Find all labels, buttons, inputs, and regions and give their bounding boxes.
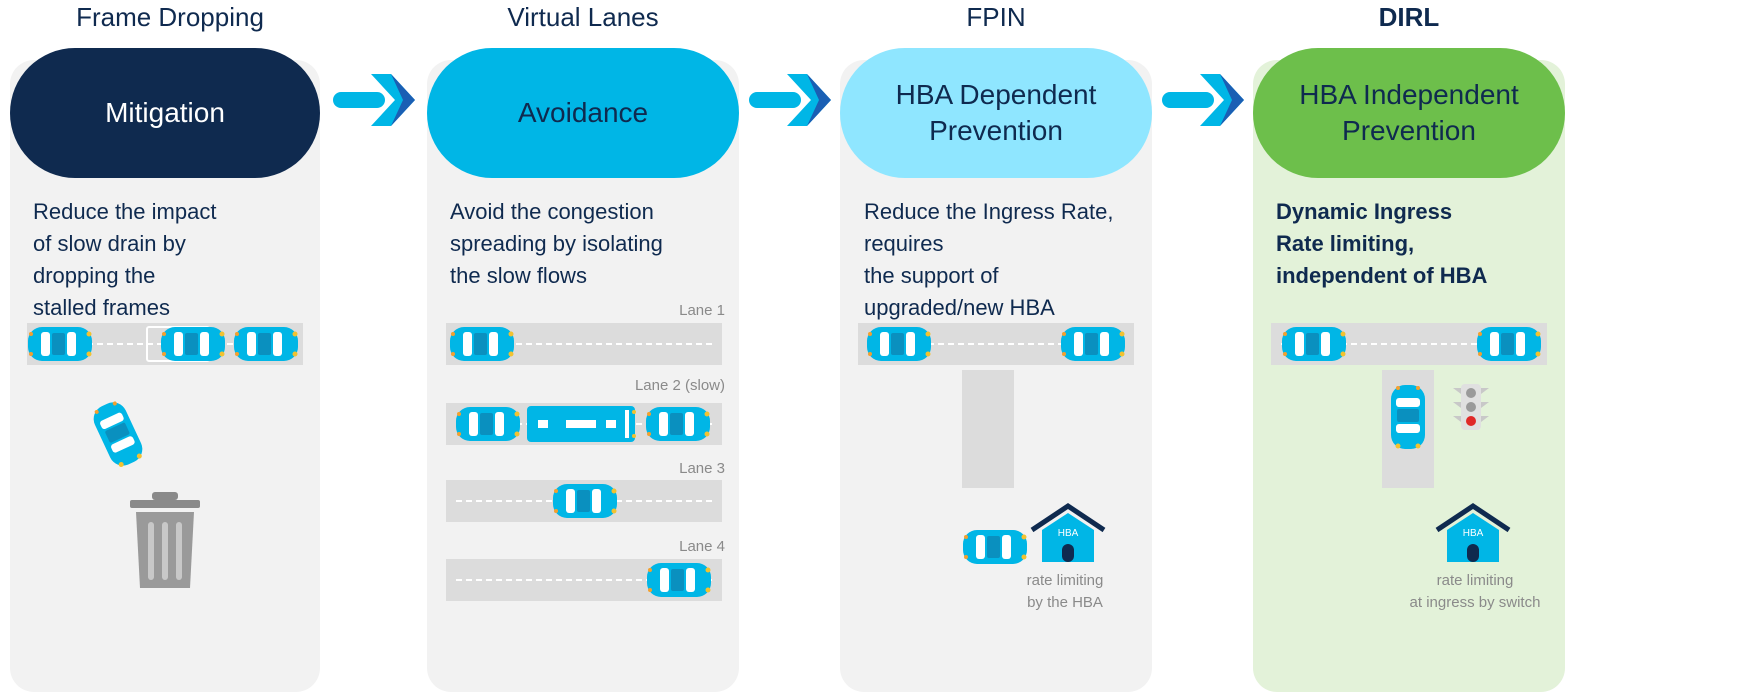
side-road [962,370,1014,488]
house-icon [1435,502,1511,562]
caption-fpin: rate limiting by the HBA [1026,572,1104,611]
title-fpin: FPIN [966,2,1026,32]
pill-hba-dependent: HBA Dependent Prevention [840,48,1152,178]
trash-can-icon [130,492,200,588]
caption-dirl: rate limiting at ingress by switch [1409,572,1541,611]
desc-hba-independent: Dynamic Ingress Rate limiting, independe… [1276,199,1488,288]
title-frame-dropping: Frame Dropping [76,2,264,32]
traffic-light-icon [1453,384,1489,430]
car-icon [1060,325,1126,363]
desc-hba-dependent: Reduce the Ingress Rate, requires the su… [864,199,1114,320]
house-label-fpin: HBA [1057,528,1079,539]
lane-label-3: Lane 3 [679,460,725,477]
car-icon [449,325,515,363]
car-icon [233,325,299,363]
arrow-right-icon [333,74,415,126]
car-icon [552,482,618,520]
desc-mitigation: Reduce the impact of slow drain by dropp… [33,199,217,320]
car-icon [646,561,712,599]
car-icon [1281,325,1347,363]
house-icon [1030,502,1106,562]
title-virtual-lanes: Virtual Lanes [507,2,659,32]
car-icon [160,325,226,363]
lane-label-1: Lane 1 [679,302,725,319]
lane-label-4: Lane 4 [679,538,725,555]
car-icon [962,528,1028,566]
car-icon [645,405,711,443]
lane-label-2: Lane 2 (slow) [634,377,725,394]
car-icon [455,405,521,443]
pill-avoidance: Avoidance [427,48,739,178]
pill-hba-independent: HBA Independent Prevention [1253,48,1565,178]
car-icon [866,325,932,363]
title-dirl: DIRL [1378,2,1440,32]
bus-icon [527,406,636,442]
car-icon [1476,325,1542,363]
arrow-right-icon [749,74,831,126]
desc-avoidance: Avoid the congestion spreading by isolat… [450,199,663,288]
arrow-right-icon [1162,74,1244,126]
car-icon [27,325,93,363]
house-label-dirl: HBA [1462,528,1484,539]
car-icon [1389,384,1427,450]
pill-mitigation: Mitigation [10,48,320,178]
